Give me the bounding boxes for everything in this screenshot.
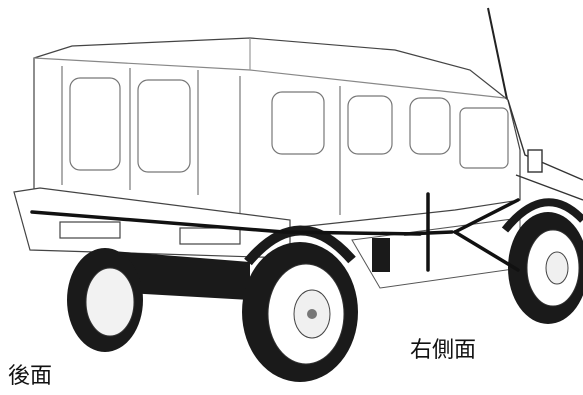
- vehicle-body: [33, 37, 521, 229]
- rear-right-wheel: [242, 225, 358, 382]
- side-windows: [239, 76, 509, 215]
- antenna: [487, 7, 509, 105]
- front-right-wheel: [501, 198, 583, 324]
- mudflap: [372, 238, 390, 272]
- marking-lines: [30, 192, 520, 272]
- rear-left-wheel: [67, 248, 143, 352]
- rear-face-label: 後面: [8, 364, 53, 389]
- right-side-face-label: 右側面: [410, 338, 477, 363]
- front-cab: [507, 99, 583, 201]
- rear-windows: [61, 66, 199, 195]
